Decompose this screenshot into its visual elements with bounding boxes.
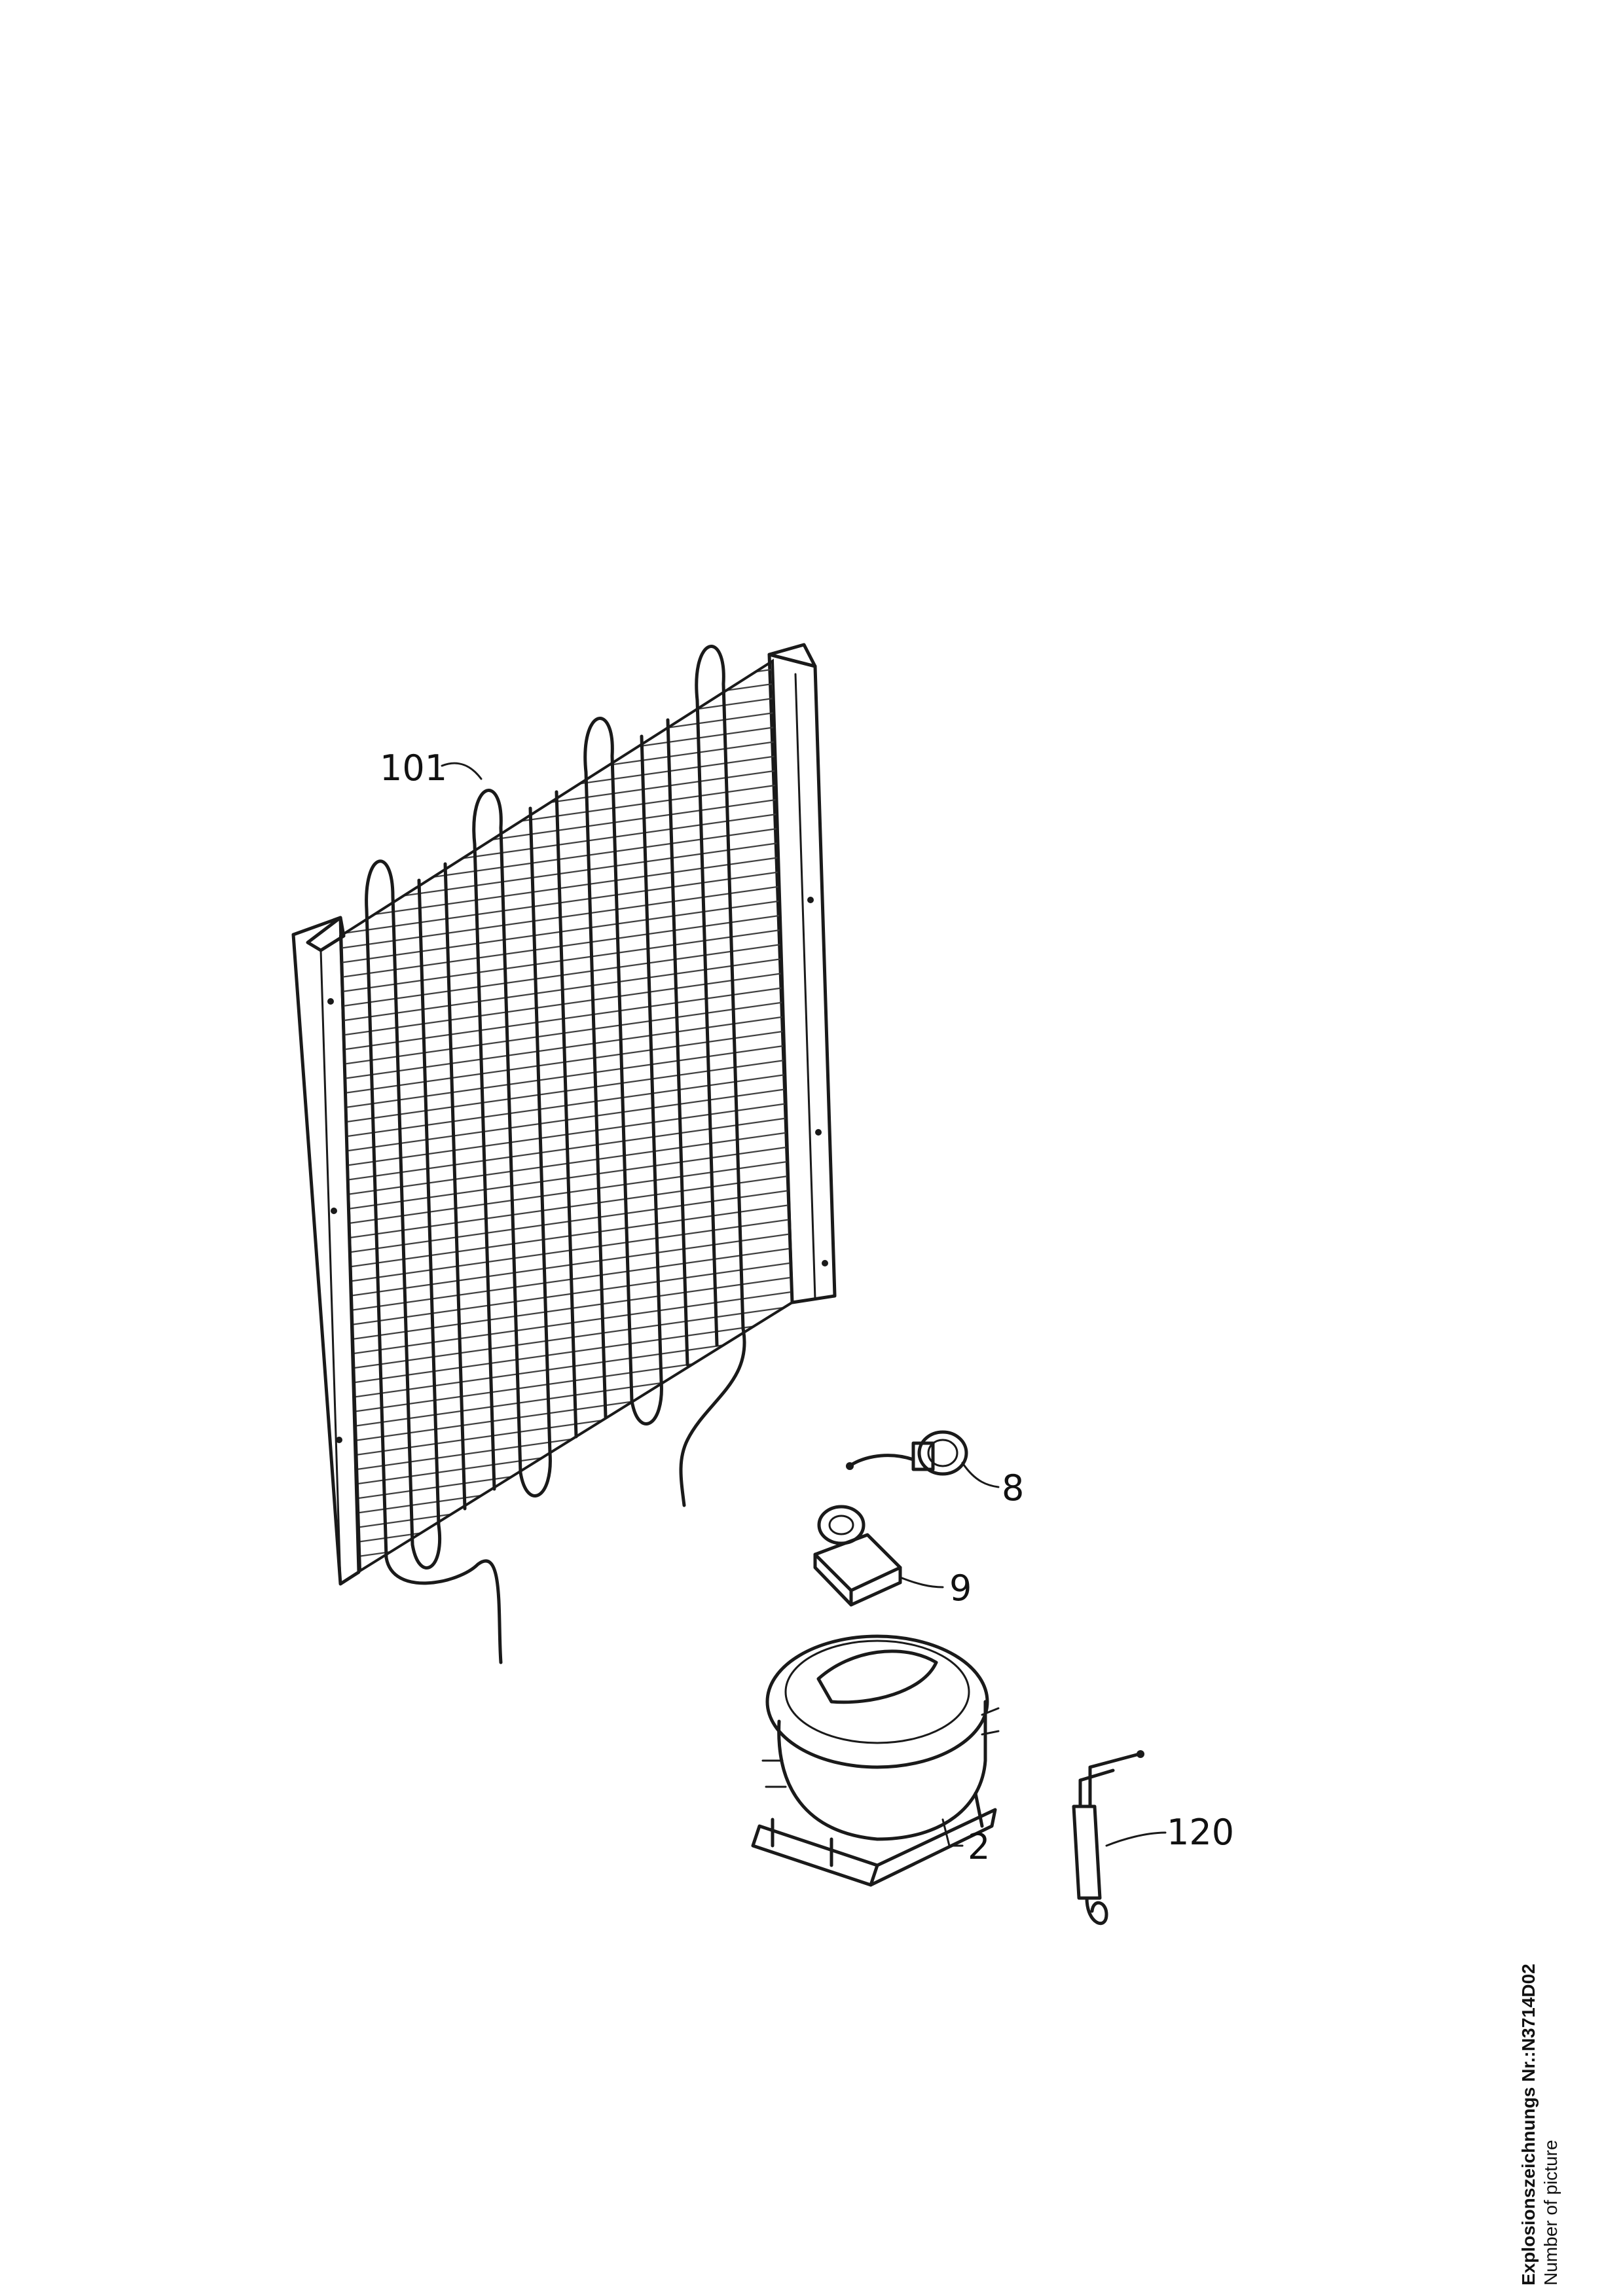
condenser-assembly <box>291 643 837 1664</box>
callout-120: 120 <box>1167 1812 1234 1853</box>
callout-101: 101 <box>380 747 447 789</box>
overload-protector-part <box>846 1430 1000 1488</box>
drier-filter-part <box>1072 1750 1167 1926</box>
starting-relay-part <box>813 1505 944 1607</box>
compressor-part <box>751 1634 1000 1887</box>
caption-subtitle: Number of picture <box>1541 2140 1561 2286</box>
callout-9: 9 <box>949 1568 972 1609</box>
drawing-number: Explosionszeichnungs Nr.:N3714D02 <box>1518 1964 1539 2286</box>
callout-2: 2 <box>968 1826 990 1867</box>
callout-8: 8 <box>1002 1467 1024 1509</box>
drawing-caption: Explosionszeichnungs Nr.:N3714D02 Number… <box>1518 1964 1562 2286</box>
